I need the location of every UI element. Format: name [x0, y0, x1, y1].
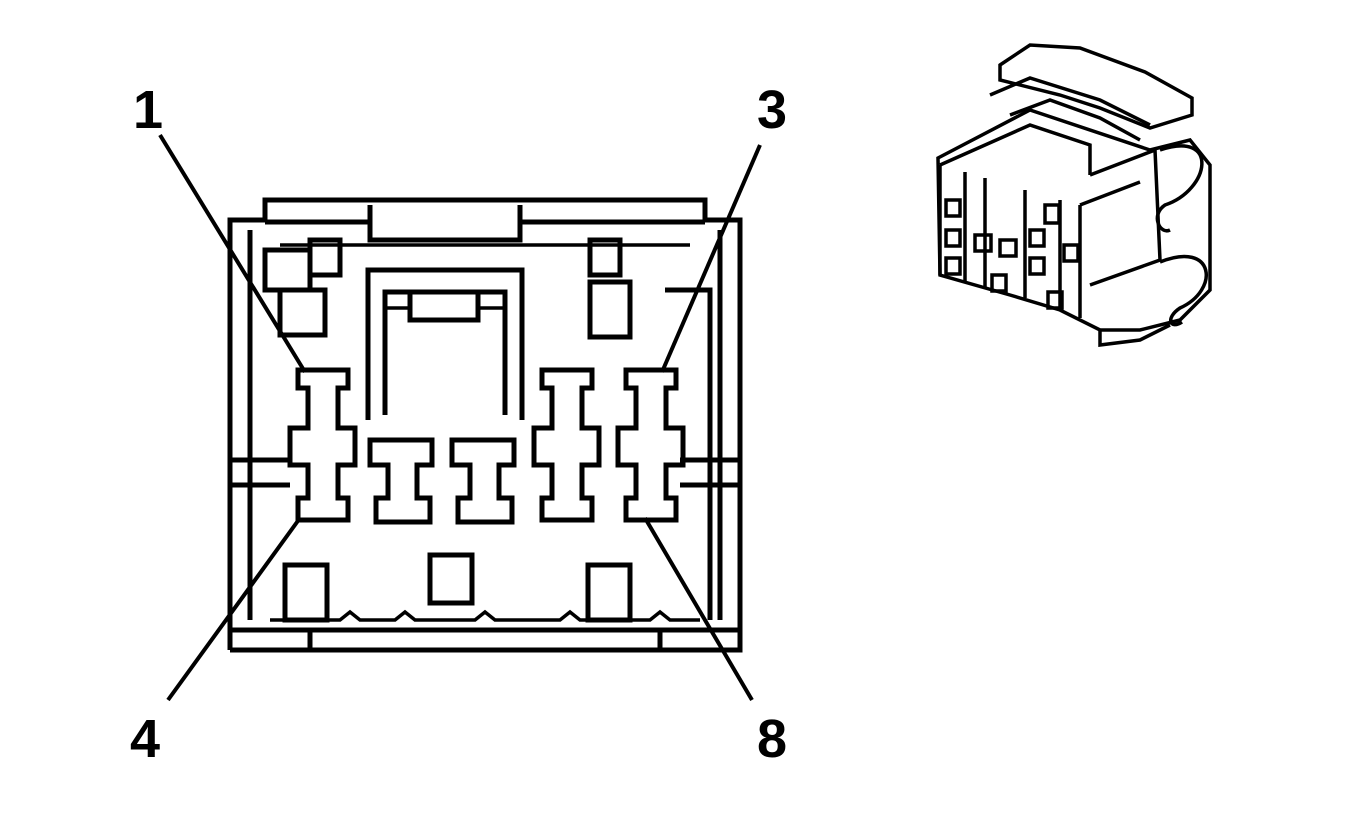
- top-square-right: [587, 237, 623, 278]
- right-rail: [665, 287, 713, 620]
- iso-latch-ridge-2: [1009, 98, 1141, 142]
- top-latch: [265, 219, 705, 243]
- iso-right-rail: [1079, 180, 1141, 207]
- pin-label-4: 4: [130, 709, 160, 769]
- bottom-square-left: [282, 562, 330, 623]
- housing-outline: [227, 197, 743, 653]
- center-frame-inner: [382, 289, 508, 415]
- iso-body-outline: [936, 108, 1212, 332]
- iso-foot: [1098, 323, 1171, 347]
- iso-cavity-1: [944, 198, 962, 218]
- iso-cavity-2: [944, 228, 962, 248]
- iso-latch-ridge: [989, 76, 1151, 127]
- cavity-pin-5: [449, 437, 517, 525]
- cavity-pin-2: [367, 437, 435, 525]
- iso-cavity-4: [973, 233, 993, 253]
- iso-front-top: [939, 123, 1092, 175]
- pin-label-1: 1: [133, 80, 163, 140]
- cavity-pin-3: [615, 367, 686, 523]
- iso-cavity-6: [990, 273, 1008, 293]
- iso-top-latch: [998, 43, 1194, 130]
- pin-label-8: 8: [757, 709, 787, 769]
- iso-cavity-5: [998, 238, 1018, 258]
- upper-right-block: [587, 279, 633, 340]
- cavity-pin-1: [287, 367, 358, 523]
- iso-clip-lower: [1159, 254, 1208, 327]
- iso-cavity-9: [1043, 203, 1061, 225]
- iso-cavity-7: [1028, 228, 1046, 248]
- leader-pin-1: [158, 133, 307, 374]
- iso-clip-upper: [1155, 144, 1204, 233]
- iso-right-face: [1089, 147, 1162, 287]
- pin-label-3: 3: [757, 80, 787, 140]
- iso-cavity-8: [1028, 256, 1046, 276]
- center-tab: [407, 289, 481, 323]
- center-frame: [365, 267, 525, 420]
- bottom-serration: [270, 609, 700, 622]
- cavity-pin-6: [531, 367, 602, 523]
- connector-face-view: [227, 197, 743, 653]
- iso-cavity-10: [1046, 290, 1064, 310]
- upper-left-block: [277, 287, 328, 338]
- leader-pin-4: [166, 516, 302, 702]
- connector-isometric-view: [936, 43, 1212, 347]
- bottom-square-right: [585, 562, 633, 623]
- bottom-square-center: [427, 552, 475, 606]
- top-block-left: [262, 247, 313, 293]
- iso-cavity-3: [944, 256, 962, 276]
- leader-pin-3: [660, 144, 762, 373]
- iso-cavity-11: [1062, 243, 1080, 263]
- leader-pin-8: [643, 516, 754, 702]
- pin-labels: 1 3 4 8: [130, 80, 787, 769]
- leader-lines: [158, 133, 762, 702]
